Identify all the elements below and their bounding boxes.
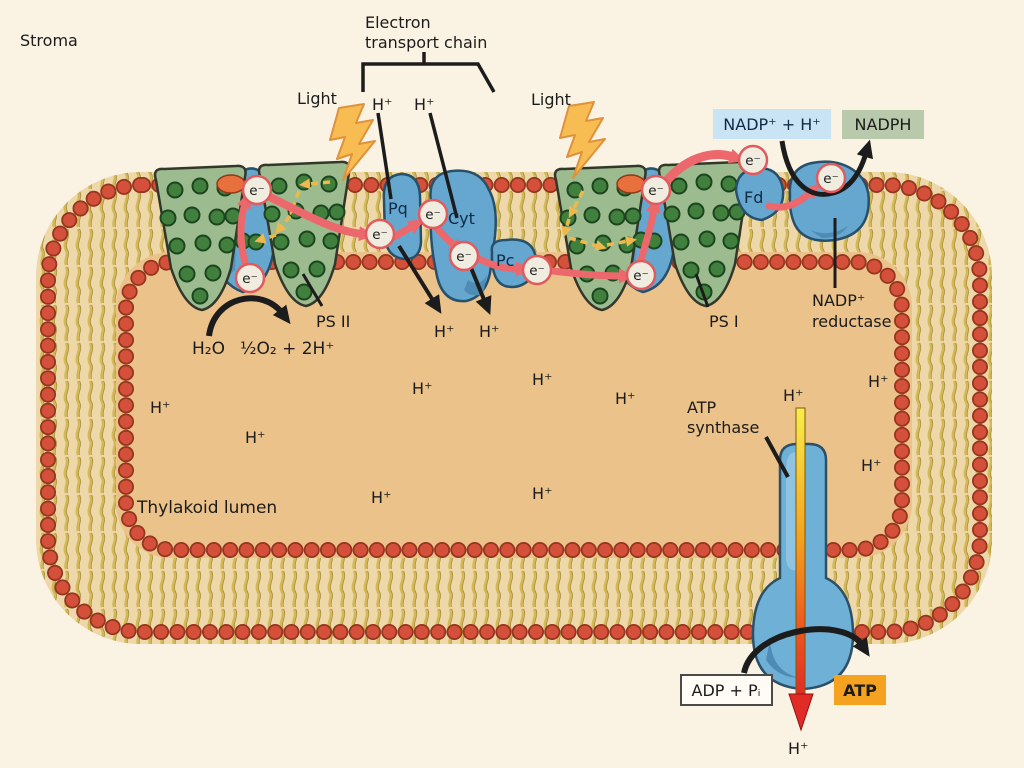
nadp-reductase-label-line1: NADP⁺	[812, 291, 865, 310]
electron-label: e⁻	[372, 227, 387, 243]
h-plus-label: H⁺	[150, 398, 170, 417]
atp-synthase-label-line1: ATP	[687, 398, 716, 417]
electron-label: e⁻	[529, 263, 544, 279]
h-plus-label: H⁺	[371, 488, 391, 507]
water-label: H₂O	[192, 339, 225, 359]
nadp-plus-h-box: NADP⁺ + H⁺	[713, 109, 831, 139]
electron-label: e⁻	[425, 207, 440, 223]
etc-label-line1: Electron	[365, 13, 431, 32]
h-plus-label: H⁺	[532, 370, 552, 389]
h-plus-label: H⁺	[615, 389, 635, 408]
nadp-plus-h-text: NADP⁺ + H⁺	[723, 115, 820, 134]
ps2-pigment-oval	[216, 174, 246, 194]
electron-badge: e⁻	[364, 218, 396, 250]
h-plus-label: H⁺	[479, 322, 499, 341]
h-plus-label: H⁺	[532, 484, 552, 503]
excitation-path-ps2	[254, 178, 331, 244]
h-plus-label: H⁺	[788, 739, 808, 758]
electron-badge: e⁻	[737, 144, 769, 176]
etc-bracket	[361, 62, 496, 93]
atp-text: ATP	[843, 681, 877, 700]
electron-badge: e⁻	[417, 198, 449, 230]
h-plus-label: H⁺	[245, 428, 265, 447]
fd-label: Fd	[744, 188, 763, 207]
electron-badges: e⁻ e⁻ e⁻ e⁻ e⁻ e⁻ e⁻ e⁻ e⁻ e⁻	[234, 144, 847, 294]
electron-badge: e⁻	[625, 259, 657, 291]
electron-label: e⁻	[823, 171, 838, 187]
h-plus-label: H⁺	[868, 372, 888, 391]
electron-badge: e⁻	[815, 162, 847, 194]
h-plus-out-arrow	[397, 244, 442, 314]
electron-label: e⁻	[745, 153, 760, 169]
etc-label-line2: transport chain	[365, 33, 487, 52]
pq-label: Pq	[388, 199, 408, 218]
pc-label: Pc	[496, 251, 514, 270]
electron-label: e⁻	[456, 249, 471, 265]
electron-badge: e⁻	[234, 262, 266, 294]
nadph-text: NADPH	[855, 115, 912, 134]
h-plus-label: H⁺	[861, 456, 881, 475]
water-products-label: ½O₂ + 2H⁺	[240, 339, 334, 359]
h-plus-in-line	[376, 112, 393, 200]
electron-label: e⁻	[242, 271, 257, 287]
h-plus-labels: H⁺ H⁺ H⁺ H⁺ H⁺ H⁺ H⁺ H⁺ H⁺ H⁺ H⁺ H⁺ H⁺ H…	[150, 95, 888, 758]
nadp-reductase-label-line2: reductase	[812, 312, 891, 331]
electron-label: e⁻	[249, 183, 264, 199]
electron-flow-arrows	[236, 148, 821, 284]
h-plus-label: H⁺	[412, 379, 432, 398]
h-plus-in-line	[428, 112, 459, 219]
adp-pi-text: ADP + Pᵢ	[692, 681, 761, 700]
thylakoid-lumen-label: Thylakoid lumen	[136, 498, 277, 518]
nadph-box: NADPH	[842, 110, 924, 139]
ps1-pointer-line	[694, 273, 710, 308]
electron-label: e⁻	[648, 183, 663, 199]
atp-synthase-pointer-line	[764, 436, 790, 478]
electron-badge: e⁻	[241, 174, 273, 206]
ps2-label: PS II	[316, 312, 350, 331]
electron-badge: e⁻	[640, 174, 672, 206]
atp-synthase-label-line2: synthase	[687, 418, 759, 437]
water-split-arrow	[206, 295, 291, 337]
electron-label: e⁻	[633, 268, 648, 284]
adp-pi-box: ADP + Pᵢ	[680, 674, 773, 706]
h-plus-label: H⁺	[783, 386, 803, 405]
thylakoid-lumen-area	[116, 252, 912, 558]
proton-flow-arrow	[788, 407, 814, 732]
electron-badge: e⁻	[521, 254, 553, 286]
ps1-label: PS I	[709, 312, 739, 331]
membrane-outer-beads	[41, 178, 987, 639]
electron-badge: e⁻	[448, 240, 480, 272]
h-plus-label: H⁺	[434, 322, 454, 341]
cyt-label: Cyt	[448, 209, 475, 228]
h-plus-label: H⁺	[372, 95, 392, 114]
stroma-label: Stroma	[20, 31, 78, 50]
light-label: Light	[297, 89, 337, 108]
atp-box: ATP	[834, 675, 886, 705]
atp-formation-arrow	[741, 626, 870, 674]
excitation-path-ps1	[561, 190, 637, 251]
h-plus-label: H⁺	[414, 95, 434, 114]
ps2-pointer-line	[301, 273, 324, 307]
light-label: Light	[531, 90, 571, 109]
